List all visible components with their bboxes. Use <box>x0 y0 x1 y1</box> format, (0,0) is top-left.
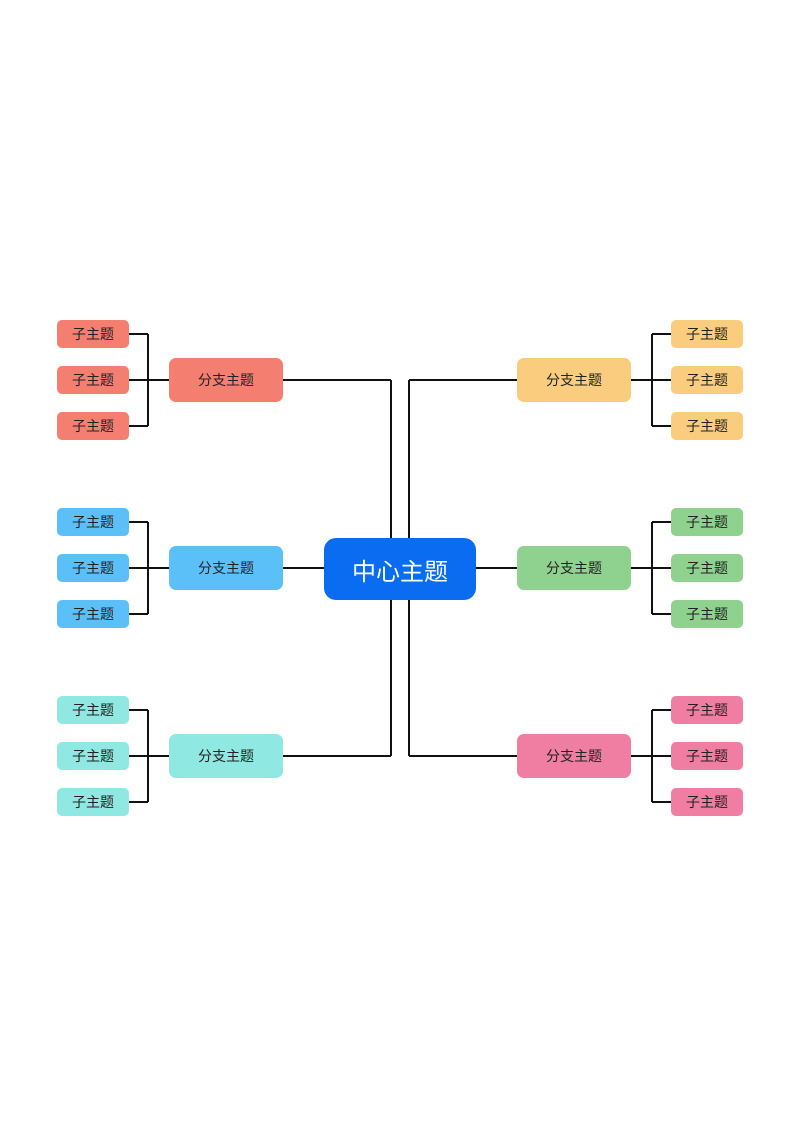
central-topic[interactable]: 中心主题 <box>324 538 476 600</box>
subtopic-5-3[interactable]: 子主题 <box>671 600 743 628</box>
subtopic-4-3[interactable]: 子主题 <box>671 412 743 440</box>
subtopic-1-2[interactable]: 子主题 <box>57 366 129 394</box>
branch-topic-4[interactable]: 分支主题 <box>517 358 631 402</box>
subtopic-5-2[interactable]: 子主题 <box>671 554 743 582</box>
subtopic-3-3[interactable]: 子主题 <box>57 788 129 816</box>
branch-topic-2[interactable]: 分支主题 <box>169 546 283 590</box>
subtopic-2-2[interactable]: 子主题 <box>57 554 129 582</box>
branch-topic-5[interactable]: 分支主题 <box>517 546 631 590</box>
subtopic-6-1[interactable]: 子主题 <box>671 696 743 724</box>
subtopic-4-2[interactable]: 子主题 <box>671 366 743 394</box>
branch-topic-1[interactable]: 分支主题 <box>169 358 283 402</box>
subtopic-4-1[interactable]: 子主题 <box>671 320 743 348</box>
subtopic-3-2[interactable]: 子主题 <box>57 742 129 770</box>
subtopic-6-2[interactable]: 子主题 <box>671 742 743 770</box>
branch-topic-3[interactable]: 分支主题 <box>169 734 283 778</box>
subtopic-1-3[interactable]: 子主题 <box>57 412 129 440</box>
branch-topic-6[interactable]: 分支主题 <box>517 734 631 778</box>
subtopic-5-1[interactable]: 子主题 <box>671 508 743 536</box>
subtopic-2-3[interactable]: 子主题 <box>57 600 129 628</box>
subtopic-6-3[interactable]: 子主题 <box>671 788 743 816</box>
subtopic-3-1[interactable]: 子主题 <box>57 696 129 724</box>
subtopic-2-1[interactable]: 子主题 <box>57 508 129 536</box>
subtopic-1-1[interactable]: 子主题 <box>57 320 129 348</box>
